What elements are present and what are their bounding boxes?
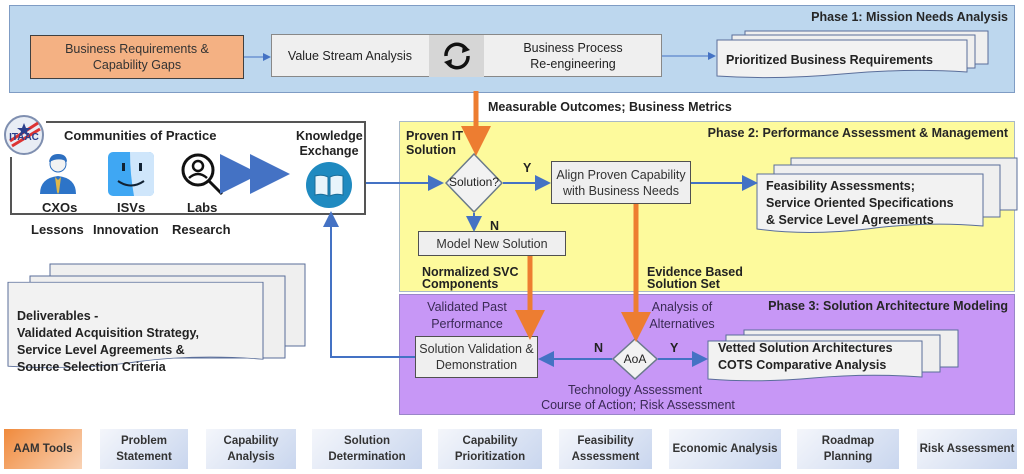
solution-decision-label: Solution? (448, 175, 500, 189)
deliverables-line-1: Deliverables - (17, 309, 99, 323)
book-icon[interactable] (305, 161, 353, 209)
vetted-solutions-doc[interactable]: Vetted Solution Architectures COTS Compa… (707, 329, 964, 382)
refresh-cycle-icon (429, 35, 484, 77)
phase3-yes-label: Y (670, 341, 679, 355)
model-new-solution-box[interactable]: Model New Solution (418, 231, 566, 256)
proven-it-label: Proven IT Solution (406, 129, 463, 157)
validated-past-label: Validated Past Performance (427, 300, 507, 331)
tool-aam-tools[interactable]: AAM Tools (4, 429, 82, 469)
feasibility-doc[interactable]: Feasibility Assessments; Service Oriente… (756, 157, 1019, 237)
knowledge-exchange-label: Knowledge Exchange (296, 129, 363, 158)
normalized-svc-label: Normalized SVC Components (422, 265, 519, 291)
member-label-cxos: CXOs (42, 200, 78, 215)
deliverables-doc[interactable]: Deliverables - Validated Acquisition Str… (7, 263, 308, 374)
vetted-line-2: COTS Comparative Analysis (718, 358, 887, 372)
feasibility-line-3: & Service Level Agreements (766, 213, 934, 227)
member-label-labs: Labs (187, 200, 218, 215)
tool-capability-prioritization[interactable]: Capability Prioritization (438, 429, 542, 469)
course-of-action-label: Course of Action; Risk Assessment (541, 398, 735, 412)
phase3-title: Phase 3: Solution Architecture Modeling (768, 299, 1008, 313)
solution-decision[interactable]: Solution? (444, 152, 504, 214)
tool-problem-statement[interactable]: Problem Statement (100, 429, 188, 469)
communities-title: Communities of Practice (64, 128, 217, 143)
itaac-logo: ITAAC (2, 113, 46, 157)
feasibility-line-2: Service Oriented Specifications (766, 196, 954, 210)
tool-economic-analysis[interactable]: Economic Analysis (669, 429, 781, 469)
solution-validation-box[interactable]: Solution Validation & Demonstration (415, 336, 538, 378)
member-caption-lessons: Lessons (31, 222, 84, 237)
prioritized-requirements-doc[interactable]: Prioritized Business Requirements (716, 30, 989, 82)
technology-assessment-label: Technology Assessment (567, 383, 703, 397)
phase3-no-label: N (594, 341, 604, 355)
measurable-outcomes-label: Measurable Outcomes; Business Metrics (488, 100, 732, 114)
prioritized-requirements-text: Prioritized Business Requirements (726, 53, 934, 67)
aoa-decision-label: AoA (623, 352, 647, 366)
member-caption-research: Research (172, 222, 231, 237)
tool-capability-analysis[interactable]: Capability Analysis (206, 429, 296, 469)
tool-solution-determination[interactable]: Solution Determination (312, 429, 422, 469)
value-stream-box[interactable]: Value Stream Analysis (287, 49, 413, 63)
deliverables-line-4: Source Selection Criteria (17, 360, 166, 374)
executive-person-icon (34, 152, 82, 196)
phase2-yes-label: Y (523, 161, 532, 175)
vetted-line-1: Vetted Solution Architectures (718, 341, 893, 355)
svg-text:ITAAC: ITAAC (9, 132, 39, 143)
aoa-decision[interactable]: AoA (611, 337, 659, 381)
align-capability-box[interactable]: Align Proven Capability with Business Ne… (551, 161, 691, 204)
deliverables-line-2: Validated Acquisition Strategy, (17, 326, 199, 340)
magnifier-person-icon (178, 150, 228, 198)
feasibility-line-1: Feasibility Assessments; (766, 179, 915, 193)
phase2-no-label: N (490, 219, 500, 233)
analysis-alternatives-label: Analysis of Alternatives (649, 300, 715, 331)
finder-face-icon (106, 150, 156, 198)
tool-risk-assessment[interactable]: Risk Assessment (917, 429, 1017, 469)
member-label-isvs: ISVs (117, 200, 146, 215)
evidence-based-label: Evidence Based Solution Set (647, 265, 743, 291)
deliverables-line-3: Service Level Agreements & (17, 343, 185, 357)
business-requirements-box[interactable]: Business Requirements & Capability Gaps (30, 35, 244, 79)
communities-of-practice-panel (10, 121, 366, 215)
tool-roadmap-planning[interactable]: Roadmap Planning (797, 429, 899, 469)
member-caption-innovation: Innovation (93, 222, 159, 237)
phase1-title: Phase 1: Mission Needs Analysis (811, 10, 1008, 24)
business-process-box[interactable]: Business Process Re-engineering (523, 41, 623, 71)
phase2-title: Phase 2: Performance Assessment & Manage… (707, 126, 1008, 140)
tool-feasibility-assessment[interactable]: Feasibility Assessment (559, 429, 652, 469)
